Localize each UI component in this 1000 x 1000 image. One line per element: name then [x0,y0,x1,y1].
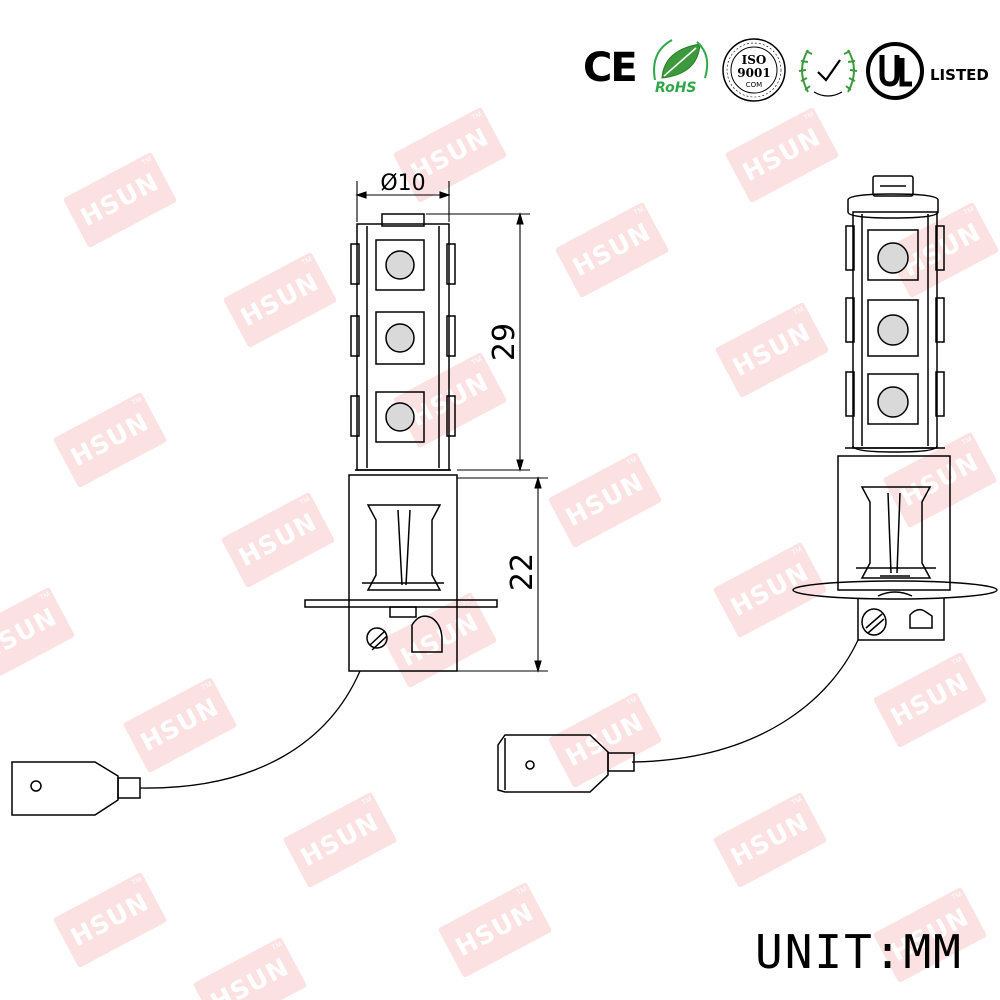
left-bulb-flange [304,599,498,608]
diameter-label: Ø10 [380,171,425,196]
left-connector-hole [30,780,42,792]
ul-mark [866,42,924,100]
left-led-1-dot [385,250,415,280]
right-connector-plug [497,734,609,793]
right-bulb [497,175,998,793]
right-bulb-screw [861,608,887,636]
left-led-2-dot [385,323,415,353]
left-bulb-base [348,474,458,672]
rohs-mark [653,39,709,81]
left-bulb-screw [366,627,388,649]
iso-seal [722,38,786,102]
left-bulb [11,213,498,816]
ce-mark: CE [583,45,638,91]
left-led-3 [375,391,425,443]
right-connector-sleeve [607,752,635,772]
left-bulb-wire [139,670,361,789]
right-led-1-dot [877,242,909,274]
left-bulb-terminal [411,615,443,653]
rohs-label: RoHS [655,80,697,96]
left-connector-sleeve [117,777,141,799]
top-height-label: 29 [487,323,522,361]
right-led-1 [867,229,919,281]
right-bulb-tip [872,175,914,197]
right-bulb-wire [631,639,859,763]
right-bulb-flange [792,580,998,600]
left-led-2 [375,311,425,365]
right-led-3-dot [877,386,909,418]
right-bulb-clip [860,486,932,579]
right-led-2 [867,299,919,357]
left-bulb-cap [381,213,425,227]
laurel-seal [798,49,858,97]
left-led-3-dot [385,402,415,432]
right-bulb-terminal [909,608,933,629]
right-bulb-base [837,455,951,591]
right-connector-hole [525,760,535,770]
iso-number: 9001 [737,66,771,80]
left-bulb-clip [366,504,442,591]
left-connector-plug [11,761,119,816]
iso-label: ISO [741,53,767,67]
iso-sub: COM [745,81,763,89]
right-led-2-dot [877,314,909,346]
unit-label: UNIT:MM [755,925,963,979]
dimension-lines [355,181,548,673]
base-height-label: 22 [505,553,540,591]
right-led-3 [867,373,919,425]
ul-listed-label: LISTED [930,66,989,84]
left-led-1 [375,239,425,291]
right-bulb-cap [847,193,939,219]
